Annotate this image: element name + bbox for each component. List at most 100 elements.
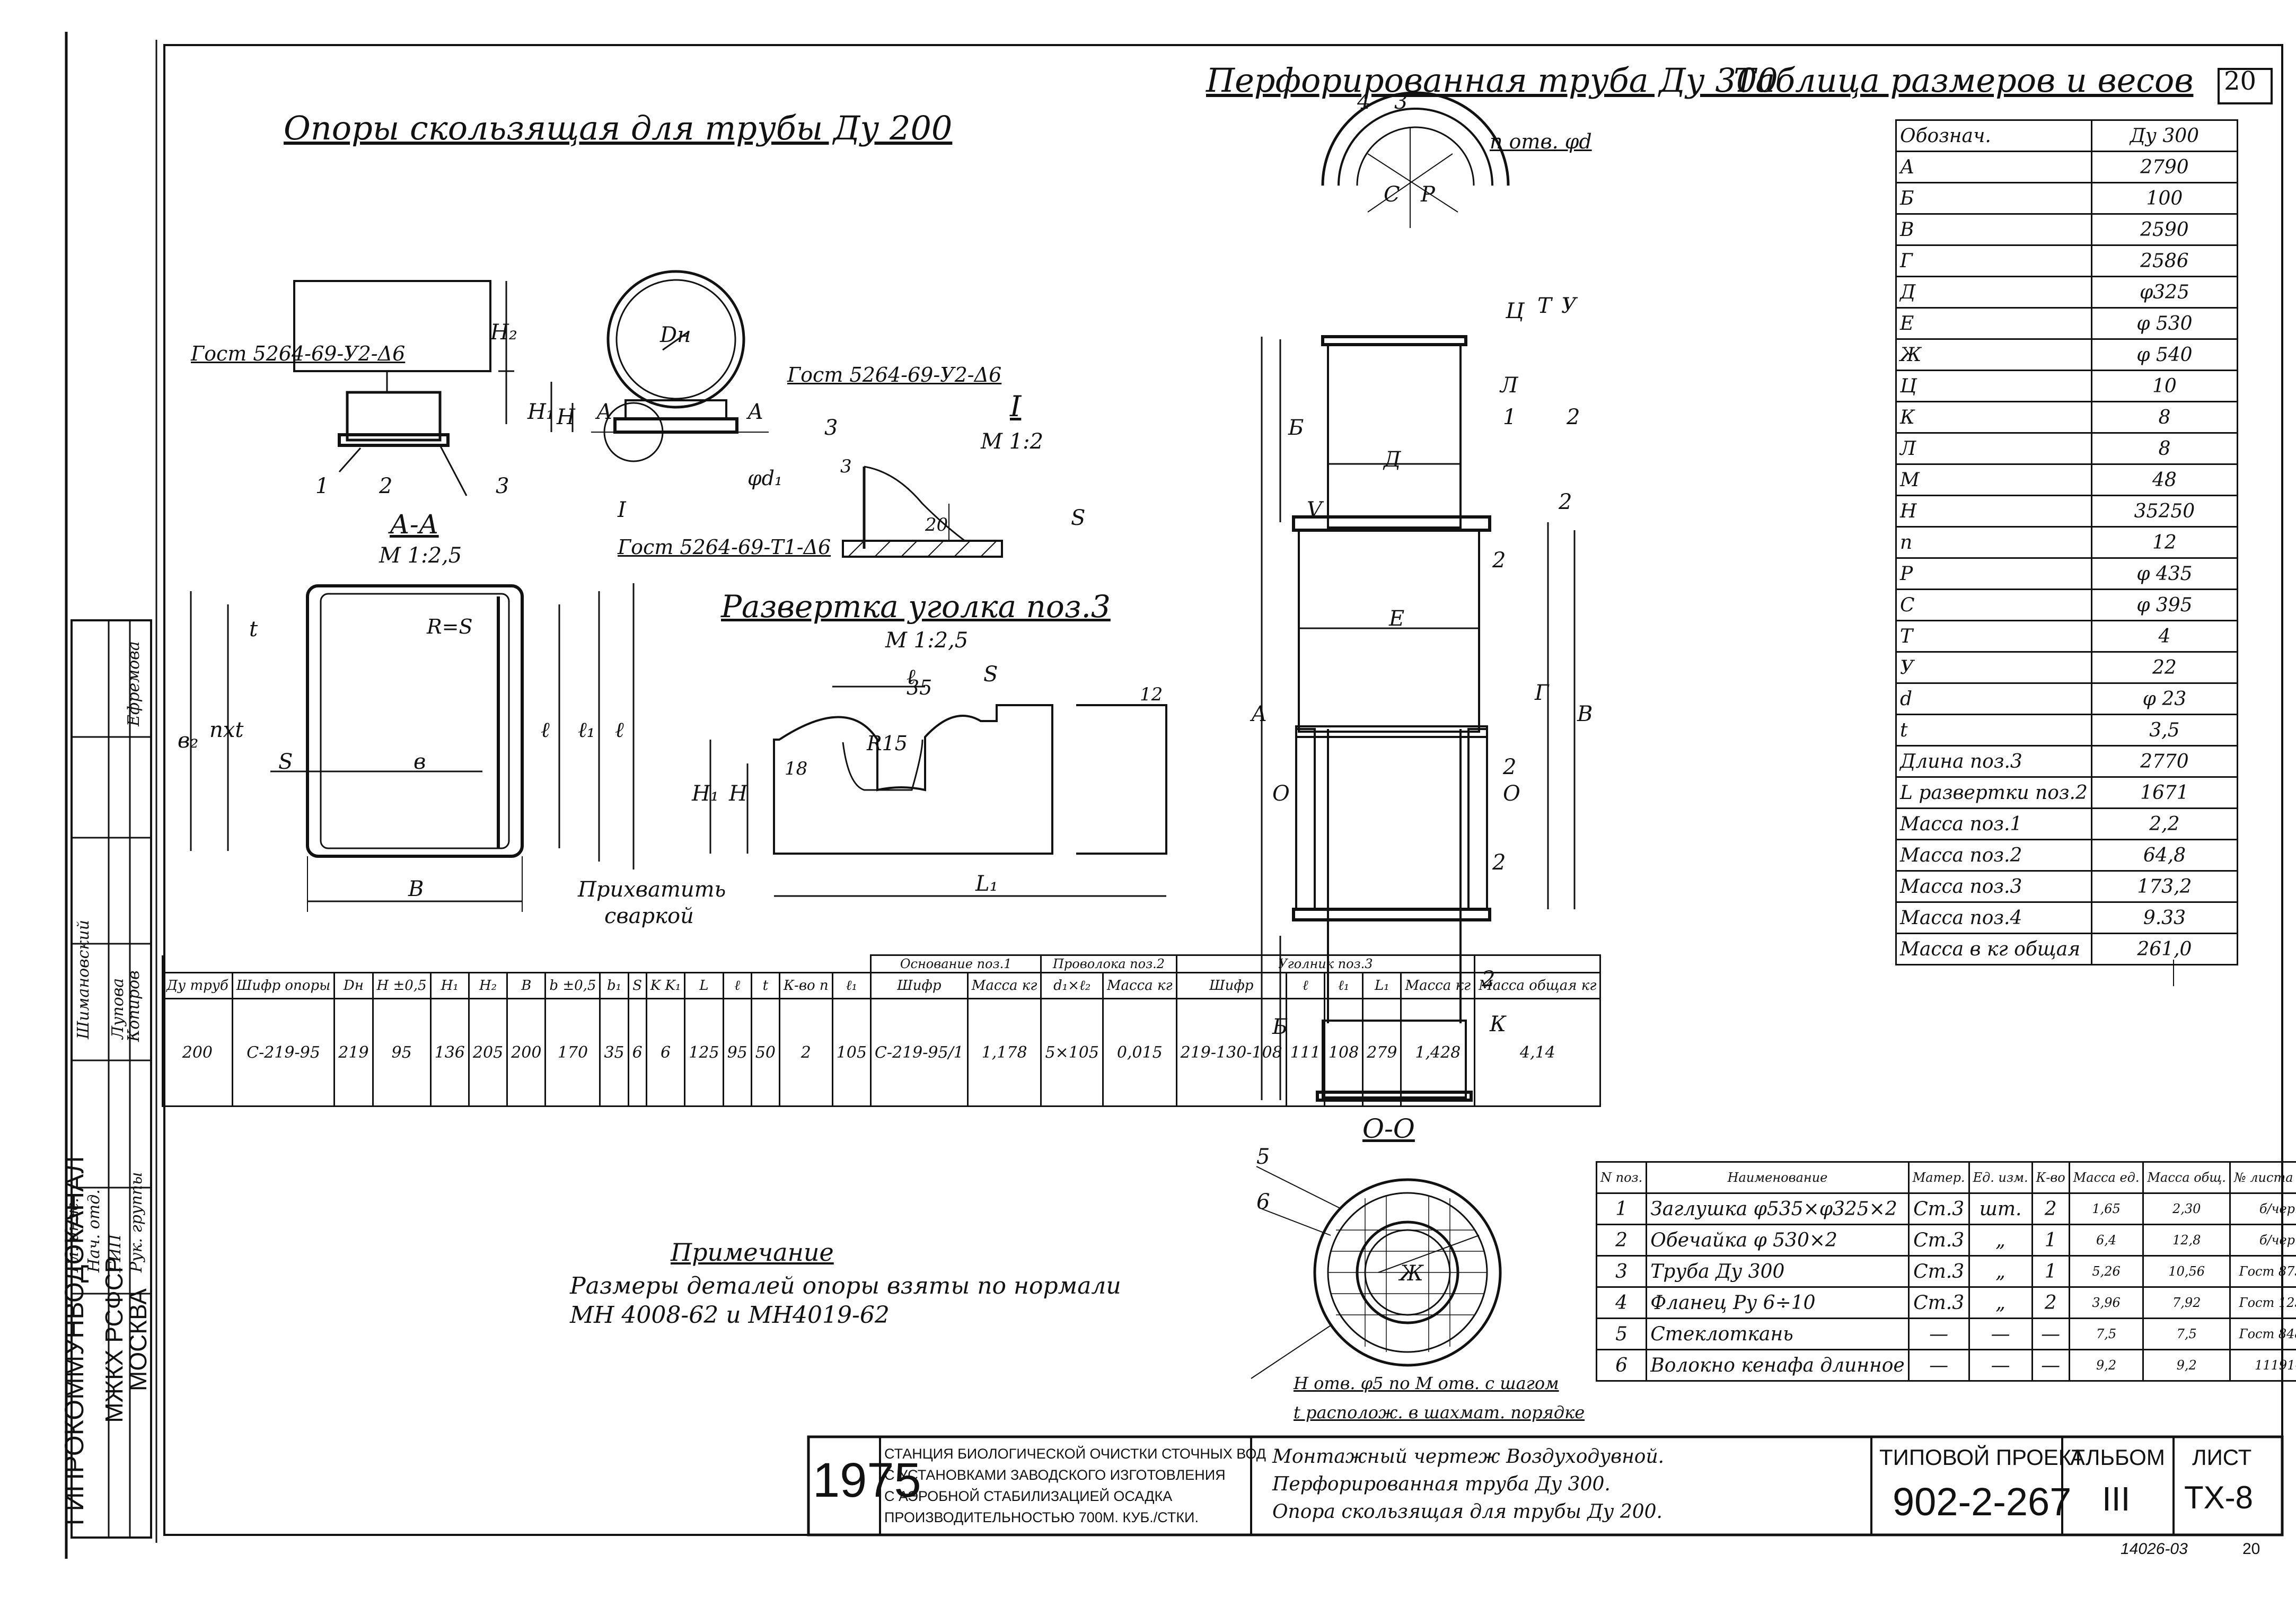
table-cell: 6: [645, 998, 686, 1107]
note-line-1: Размеры деталей опоры взяты по нормали: [570, 1272, 1121, 1299]
table-cell: 7,5: [2142, 1318, 2231, 1350]
table-cell: 279: [1362, 998, 1402, 1107]
stamp-line: С АЭРОБНОЙ СТАБИЛИЗАЦИЕЙ ОСАДКА: [884, 1488, 1173, 1504]
table-cell: Труба Ду 300: [1646, 1255, 1910, 1288]
note-line-2: МН 4008-62 и МН4019-62: [570, 1302, 890, 1329]
r15-label: R15: [867, 732, 908, 755]
table-cell: 7,92: [2142, 1286, 2231, 1319]
mark-5: 5: [1256, 1145, 1270, 1169]
table-cell: Д: [1895, 276, 2092, 309]
stamp-sheet-label: ЛИСТ: [2192, 1445, 2252, 1470]
detail-i-view: [842, 466, 1003, 558]
table-header-cell: Обознач.: [1895, 119, 2092, 152]
table-header-cell: S: [627, 972, 647, 999]
dim-l: ℓ: [541, 718, 550, 742]
table-cell: 1: [2031, 1224, 2070, 1257]
dim-2: 2: [1558, 490, 1572, 514]
table-cell: 5,26: [2068, 1255, 2144, 1288]
perforated-pipe-view: [1261, 91, 1576, 1102]
table-cell: 6: [627, 998, 647, 1107]
stamp-line: ПРОИЗВОДИТЕЛЬНОСТЬЮ 700М. КУБ./СТКИ.: [884, 1509, 1199, 1525]
dim-35: 35: [907, 676, 933, 699]
stamp-drawing-title: Монтажный чертеж Воздуходувной.Перфориро…: [1272, 1443, 1664, 1526]
mark-1: 1: [315, 474, 329, 498]
table-header-cell: ℓ₁: [1323, 972, 1364, 999]
table-header-cell: Ду труб: [162, 972, 233, 999]
table-cell: 1: [1595, 1192, 1648, 1225]
dim-r-s: S: [983, 662, 998, 687]
dim-ld: ℓ: [615, 718, 624, 742]
table-cell: 2586: [2090, 244, 2238, 277]
table-cell: φ 23: [2090, 682, 2238, 715]
table-cell: 3,96: [2068, 1286, 2144, 1319]
table-group-cell: Основание поз.1: [869, 954, 1042, 973]
table-cell: Ст.3: [1907, 1192, 1970, 1225]
table-cell: У: [1895, 651, 2092, 684]
table-header-cell: H₂: [468, 972, 508, 999]
side-signature-text: Лупова: [109, 978, 127, 1039]
table-cell: 12,8: [2142, 1224, 2231, 1257]
table-cell: 50: [750, 998, 780, 1107]
holes-label: n отв. φd: [1490, 130, 1592, 153]
table-cell: Гост 8481-61: [2229, 1318, 2296, 1350]
dim-l-top: Л: [1499, 373, 1519, 398]
radius-label: R=S: [427, 615, 473, 638]
mark-3-top: 3: [1394, 90, 1407, 114]
table-cell: 3: [1595, 1255, 1648, 1288]
table-cell: 105: [831, 998, 872, 1107]
table-cell: 95: [722, 998, 752, 1107]
mark-2-mid: 2: [1502, 755, 1516, 779]
table-cell: Б: [1895, 182, 2092, 215]
table-header-cell: Наименование: [1646, 1161, 1910, 1194]
dim-c2: Ц: [1505, 299, 1525, 323]
table-cell: 1,178: [966, 998, 1042, 1107]
table-cell: Волокно кенафа длинное: [1646, 1349, 1910, 1382]
table-cell: 173,2: [2090, 870, 2238, 903]
dim-h: H: [556, 405, 576, 429]
table-cell: 1671: [2090, 776, 2238, 809]
table-cell: 4: [1595, 1286, 1648, 1319]
table-cell: 12: [2090, 526, 2238, 559]
table-cell: 2790: [2090, 151, 2238, 183]
table-group-cell: Уголник поз.3: [1175, 954, 1476, 973]
mark-4: 4: [1357, 90, 1370, 114]
table-cell: Ст.3: [1907, 1224, 1970, 1257]
stamp-project-description: СТАНЦИЯ БИОЛОГИЧЕСКОЙ ОЧИСТКИ СТОЧНЫХ ВО…: [884, 1443, 1266, 1528]
table-cell: 35: [599, 998, 629, 1107]
title-support: Опоры скользящая для трубы Ду 200: [284, 109, 953, 147]
section-aa-title: А-А: [390, 509, 439, 540]
table-cell: 2590: [2090, 213, 2238, 246]
table-header-cell: Ду 300: [2090, 119, 2238, 152]
side-signature-text: Гл. инж.: [64, 1198, 82, 1272]
holes-note-2: t располож. в шахмат. порядке: [1294, 1402, 1585, 1422]
table-cell: 2,30: [2142, 1192, 2231, 1225]
table-header-cell: Шифр: [1175, 972, 1287, 999]
dim-dn: Dн: [659, 323, 691, 347]
dim-p: Р: [1420, 182, 1436, 207]
stamp-archive-number: 14026-03: [2121, 1540, 2188, 1558]
mark-o-right: О: [1503, 781, 1520, 806]
table-cell: 9.33: [2090, 901, 2238, 934]
table-cell: 4,14: [1474, 998, 1602, 1107]
table-header-cell: K K₁: [645, 972, 686, 999]
mark-3: 3: [496, 474, 509, 498]
dim-big-a: А: [1250, 702, 1267, 726]
table-header-cell: К-во n: [778, 972, 833, 999]
table-cell: 108: [1323, 998, 1364, 1107]
stamp-album-value: III: [2102, 1480, 2131, 1518]
table-header-cell: H ±0,5: [372, 972, 432, 999]
holes-note: Н отв. φ5 по М отв. с шагом: [1294, 1373, 1559, 1393]
dim-3: 3: [840, 456, 852, 477]
table-cell: 2770: [2090, 745, 2238, 778]
dim-t: t: [249, 617, 258, 642]
table-cell: 1,428: [1400, 998, 1476, 1107]
grab-note: Прихватить: [578, 877, 726, 902]
table-cell: Заглушка φ535×φ325×2: [1646, 1192, 1910, 1225]
table-header-cell: Шифр: [869, 972, 969, 999]
